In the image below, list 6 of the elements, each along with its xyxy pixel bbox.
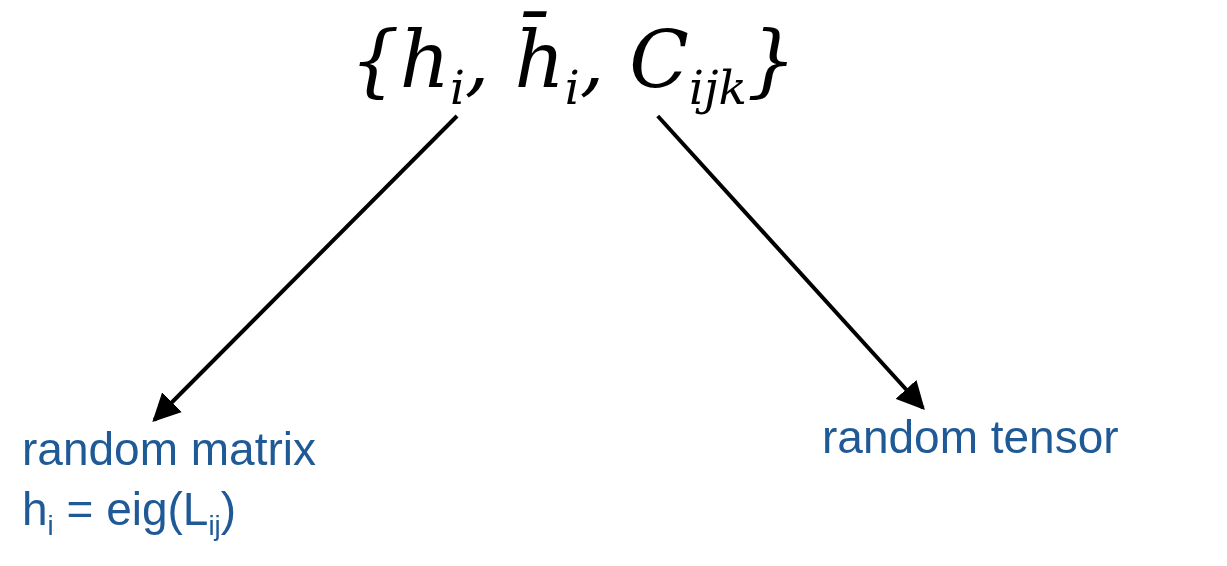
caption-text: h$_{i}$ = eig(L$_{ij}$) [22, 481, 237, 543]
formula-text: {h$_{i}$, h̄$_{i}$, C$_{ijk}$} [350, 10, 797, 119]
caption-text: random matrix [22, 422, 316, 477]
arrow [152, 114, 459, 422]
arrow [656, 114, 925, 411]
caption-text: random tensor [822, 410, 1119, 465]
